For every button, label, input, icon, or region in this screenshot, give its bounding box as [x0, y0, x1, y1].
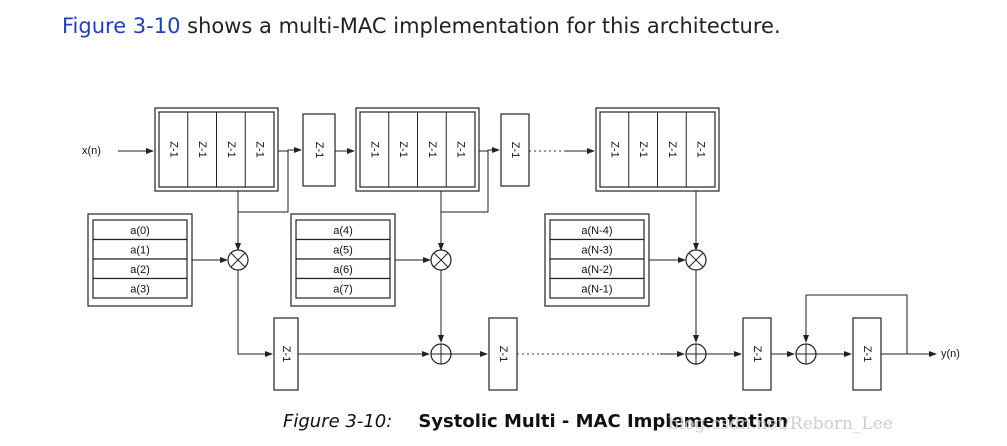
delay-chain-3-cell-1: Z-1	[637, 141, 649, 158]
multiplier-1-x2	[230, 252, 246, 268]
delay-chain-2-cell-2: Z-1	[426, 141, 438, 158]
figure-caption: Figure 3-10: Systolic Multi - MAC Impleme…	[283, 411, 788, 432]
intro-text: shows a multi-MAC implementation for thi…	[180, 14, 781, 38]
coef-bank-3-coef-3: a(N-1)	[581, 283, 612, 295]
feedback-loop	[803, 294, 908, 354]
delay-chain-3-cell-2: Z-1	[666, 141, 678, 158]
top-delay-1-label: Z-1	[313, 142, 325, 159]
mult-1-out	[237, 270, 273, 357]
acc-delay-1	[273, 317, 299, 391]
watermark: blog.csdn.net/Reborn_Lee	[668, 414, 893, 434]
acc-delay-3-label: Z-1	[751, 346, 763, 363]
acc-delay-3	[742, 317, 772, 391]
output-label: y(n)	[941, 348, 960, 360]
acc-delay-1-label: Z-1	[280, 346, 292, 363]
coef-bank-1-coef-2: a(2)	[130, 264, 150, 276]
acc-delay-4-label: Z-1	[861, 346, 873, 363]
delay-chain-1-cell-0: Z-1	[167, 141, 179, 158]
acc-delay-2-label: Z-1	[497, 346, 509, 363]
delay-chain-2-cell-0: Z-1	[368, 141, 380, 158]
intro-sentence: Figure 3-10 shows a multi-MAC implementa…	[62, 14, 781, 38]
coef-bank-2-coef-3: a(7)	[333, 283, 353, 295]
caption-number: Figure 3-10:	[283, 411, 393, 432]
top-delay-2-label: Z-1	[509, 142, 521, 159]
delay-chain-1-cell-2: Z-1	[225, 141, 237, 158]
coef-bank-2-row-3	[295, 277, 391, 299]
delay-chain-1-cell-1: Z-1	[196, 141, 208, 158]
coef-bank-1-coef-0: a(0)	[130, 225, 150, 237]
coef-bank-1-row-3	[92, 277, 188, 299]
top-link-1a	[278, 147, 302, 153]
coef-bank-1-coef-1: a(1)	[130, 244, 150, 256]
figure-link[interactable]: Figure 3-10	[62, 14, 181, 38]
coef-bank-3-coef-0: a(N-4)	[581, 225, 612, 237]
coef-bank-2-coef-1: a(5)	[333, 244, 353, 256]
top-delay-1	[302, 113, 336, 187]
delay-chain-1-cell-3: Z-1	[254, 141, 266, 158]
caption-title: Systolic Multi - MAC Implementation	[418, 411, 789, 432]
multiplier-3-x2	[688, 252, 704, 268]
top-link-2a	[479, 147, 500, 153]
coef-bank-2-coef-2: a(6)	[333, 264, 353, 276]
delay-chain-2-cell-1: Z-1	[397, 141, 409, 158]
delay-chain-3-cell-3: Z-1	[695, 141, 707, 158]
coef-bank-2-coef-0: a(4)	[333, 225, 353, 237]
delay-chain-3-cell-0: Z-1	[608, 141, 620, 158]
coef-bank-1-coef-3: a(3)	[130, 283, 150, 295]
top-delay-2	[500, 113, 530, 187]
coef-bank-3-coef-1: a(N-3)	[581, 244, 612, 256]
coef-bank-3-coef-2: a(N-2)	[581, 264, 612, 276]
multiplier-2-x2	[433, 252, 449, 268]
tap-hook-2	[441, 150, 489, 213]
input-label: x(n)	[82, 145, 101, 157]
delay-chain-2-cell-3: Z-1	[455, 141, 467, 158]
acc-delay-2	[488, 317, 518, 391]
coef-bank-3-row-3	[549, 277, 645, 299]
tap-hook-1	[238, 150, 289, 213]
